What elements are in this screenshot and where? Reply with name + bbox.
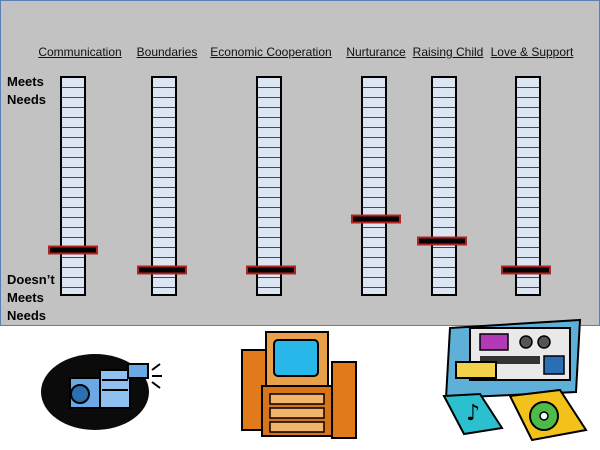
marker-love-support[interactable] <box>501 265 551 275</box>
doesnt-meet-needs-line1: Doesn’t <box>7 272 55 287</box>
tv-stereo-icon <box>241 331 357 439</box>
meets-needs-line1: Meets <box>7 74 44 89</box>
label-communication: Communication <box>38 45 122 59</box>
marker-raising-child[interactable] <box>417 236 467 246</box>
doesnt-meet-needs-line2: Meets <box>7 290 44 305</box>
doesnt-meet-needs-label: Doesn’t Meets Needs <box>7 271 55 325</box>
label-love-support: Love & Support <box>490 45 574 59</box>
label-economic-cooperation: Economic Cooperation <box>210 45 332 59</box>
label-boundaries: Boundaries <box>136 45 198 59</box>
marker-boundaries[interactable] <box>137 265 187 275</box>
marker-nurturance[interactable] <box>351 214 401 224</box>
scale-economic-cooperation <box>256 76 282 296</box>
scale-boundaries <box>151 76 177 296</box>
label-raising-child: Raising Child <box>412 45 484 59</box>
scale-communication <box>60 76 86 296</box>
svg-text:♪: ♪ <box>466 401 480 426</box>
music-system-icon: ♪ <box>442 318 588 442</box>
meets-needs-line2: Needs <box>7 92 47 107</box>
marker-economic-cooperation[interactable] <box>246 265 296 275</box>
scale-raising-child <box>431 76 457 296</box>
marker-communication[interactable] <box>48 245 98 255</box>
doesnt-meet-needs-line3: Needs <box>7 308 47 323</box>
scale-love-support <box>515 76 541 296</box>
rating-panel: Communication Boundaries Economic Cooper… <box>0 0 600 326</box>
camcorder-icon <box>41 354 162 430</box>
meets-needs-label: Meets Needs <box>7 73 46 109</box>
label-nurturance: Nurturance <box>346 45 406 59</box>
scale-nurturance <box>361 76 387 296</box>
